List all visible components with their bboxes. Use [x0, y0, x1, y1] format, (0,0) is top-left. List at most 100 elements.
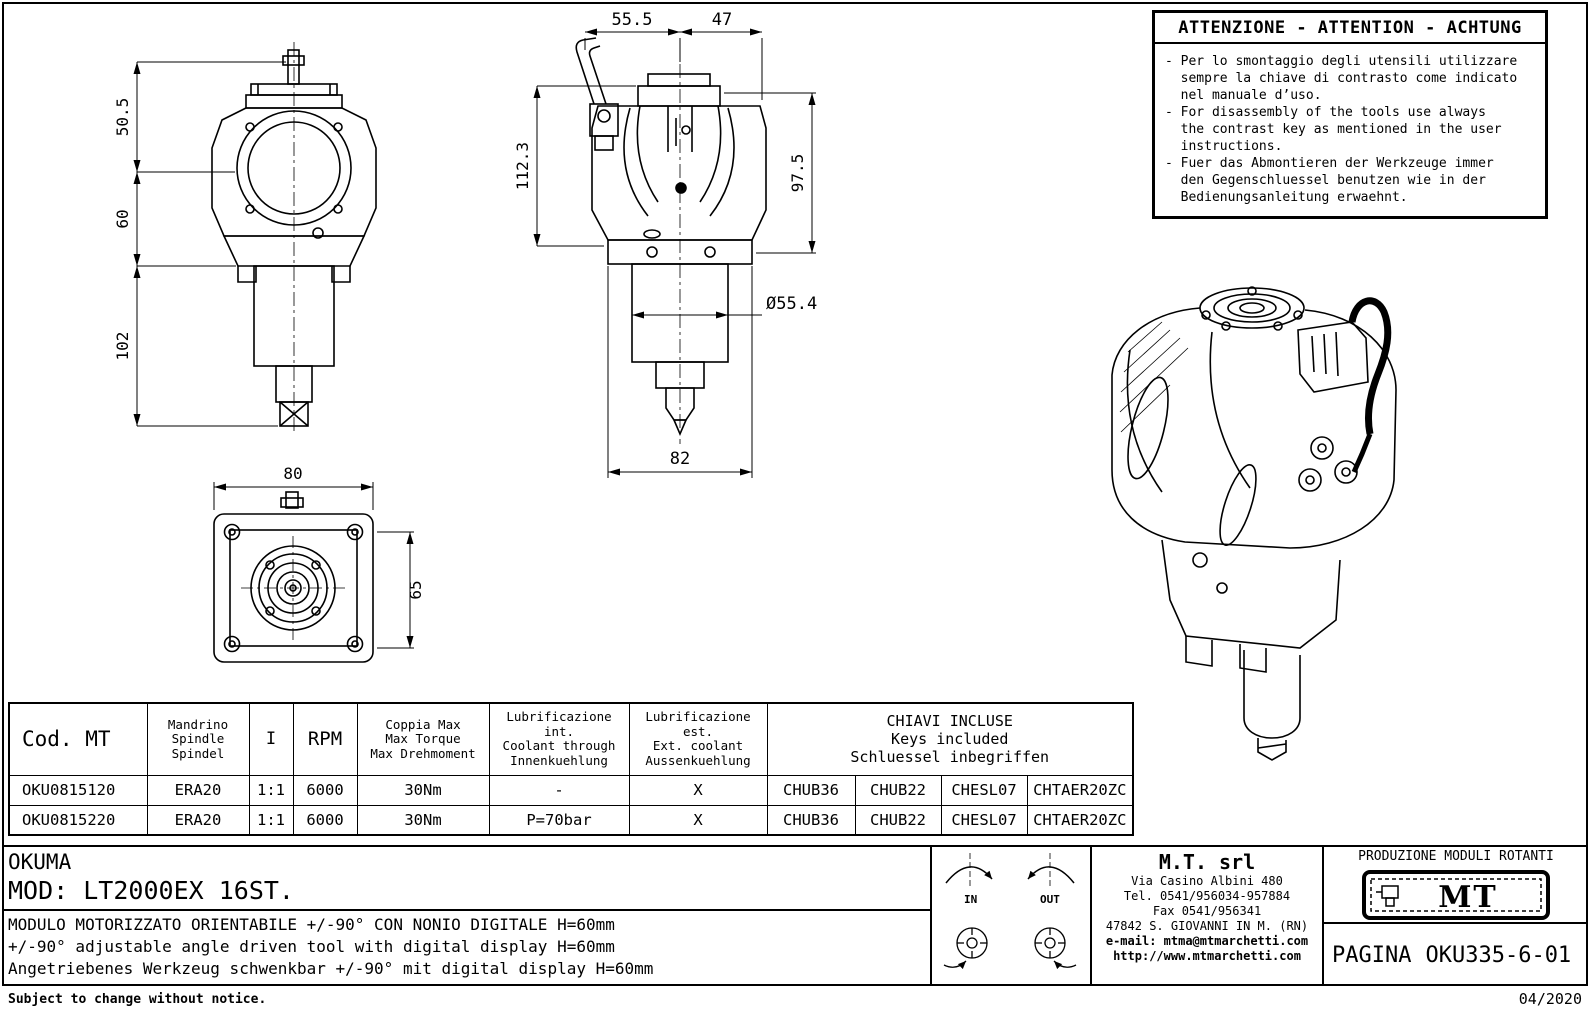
table-row: OKU0815220 ERA20 1:1 6000 30Nm P=70bar X…: [8, 804, 1134, 836]
cell-ratio: 1:1: [248, 804, 294, 836]
attention-body: - Per lo smontaggio degli utensili utili…: [1155, 44, 1545, 216]
dim-label-65: 65: [406, 580, 425, 599]
attention-line: Bedienungsanleitung erwaehnt.: [1165, 190, 1408, 205]
mt-logo-text: MT: [1438, 880, 1498, 915]
bottom-view-dimensions: [213, 482, 414, 649]
company-email: e-mail: mtma@mtmarchetti.com: [1105, 934, 1309, 948]
company-city: 47842 S. GIOVANNI IN M. (RN): [1105, 919, 1309, 933]
dim-label-97-5: 97.5: [788, 154, 807, 193]
header-line: Coppia Max: [385, 716, 461, 732]
dim-label-102: 102: [113, 332, 132, 361]
attention-line: - Fuer das Abmontieren der Werkzeuge imm…: [1165, 156, 1494, 171]
col-header-coolant-external: Lubrificazione est. Ext. coolant Aussenk…: [628, 702, 768, 776]
cell-key: CHTAER20ZC: [1026, 774, 1134, 806]
attention-line: the contrast key as mentioned in the use…: [1165, 122, 1502, 137]
footer-note: Subject to change without notice.: [8, 992, 267, 1007]
header-line: CHIAVI INCLUSE: [886, 712, 1013, 731]
company-website: http://www.mtmarchetti.com: [1113, 949, 1301, 963]
attention-box: ATTENZIONE - ATTENTION - ACHTUNG - Per l…: [1152, 10, 1548, 219]
cell-rpm: 6000: [292, 774, 358, 806]
header-line: Ext. coolant: [652, 738, 744, 754]
cell-code: OKU0815220: [8, 804, 148, 836]
dim-label-55-5: 55.5: [612, 10, 653, 30]
col-header-spindle: Mandrino Spindle Spindel: [146, 702, 250, 776]
product-description: MODULO MOTORIZZATO ORIENTABILE +/-90° CO…: [2, 909, 930, 980]
header-line: Spindle: [171, 731, 225, 746]
dim-label-112-3: 112.3: [513, 142, 532, 190]
header-line: Max Drehmoment: [370, 745, 476, 761]
rotation-in-label: IN: [964, 893, 977, 906]
col-header-cod-mt: Cod. MT: [8, 702, 148, 776]
bottom-view: [213, 491, 374, 663]
description-line: +/-90° adjustable angle driven tool with…: [8, 937, 615, 956]
machine-model: MOD: LT2000EX 16ST.: [8, 876, 294, 905]
title-block: OKUMA MOD: LT2000EX 16ST. MODULO MOTORIZ…: [2, 845, 930, 986]
company-name: M.T. srl: [1158, 850, 1256, 874]
sheet-border: [2, 2, 1588, 986]
header-line: Keys included: [891, 730, 1009, 749]
header-line: Mandrino: [167, 716, 229, 732]
cell-torque: 30Nm: [356, 774, 490, 806]
col-header-rpm: RPM: [292, 702, 358, 776]
cell-spindle: ERA20: [146, 774, 250, 806]
header-line: Innenkuehlung: [510, 752, 608, 768]
page-value: OKU335-6-01: [1425, 942, 1572, 968]
attention-line: sempre la chiave di contrasto come indic…: [1165, 71, 1518, 86]
cell-key: CHESL07: [940, 774, 1028, 806]
cell-key: CHUB36: [766, 774, 856, 806]
dim-label-80: 80: [283, 464, 302, 483]
col-header-ratio: I: [248, 702, 294, 776]
cell-ratio: 1:1: [248, 774, 294, 806]
table-row: OKU0815120 ERA20 1:1 6000 30Nm - X CHUB3…: [8, 774, 1134, 806]
company-address: Via Casino Albini 480: [1131, 874, 1283, 888]
col-header-coolant-internal: Lubrificazione int. Coolant through Inne…: [488, 702, 630, 776]
production-block: PRODUZIONE MODULI ROTANTI MT PAGINA OKU3…: [1322, 845, 1588, 986]
header-line: Spindel: [171, 745, 225, 761]
rotation-in-arrow-icon: [945, 866, 993, 884]
cell-rpm: 6000: [292, 804, 358, 836]
rotation-direction-box: IN OUT: [930, 845, 1090, 986]
side-view-dimensions: [533, 28, 816, 478]
header-line: Coolant through: [502, 738, 616, 754]
col-header-torque: Coppia Max Max Torque Max Drehmoment: [356, 702, 490, 776]
table-header-row: Cod. MT Mandrino Spindle Spindel I RPM C…: [8, 702, 1134, 776]
cell-coolant-ext: X: [628, 774, 768, 806]
front-view: [211, 42, 377, 434]
mt-logo: MT: [1362, 870, 1550, 920]
spec-table: Cod. MT Mandrino Spindle Spindel I RPM C…: [8, 702, 1134, 836]
header-line: Schluessel inbegriffen: [850, 748, 1050, 767]
cell-key: CHTAER20ZC: [1026, 804, 1134, 836]
cell-key: CHUB22: [854, 774, 942, 806]
footer-date: 04/2020: [1518, 990, 1582, 1008]
description-line: Angetriebenes Werkzeug schwenkbar +/-90°…: [8, 959, 654, 978]
cell-coolant-int: P=70bar: [488, 804, 630, 836]
rotation-out-arrow-icon: [1027, 866, 1075, 884]
cell-coolant-int: -: [488, 774, 630, 806]
isometric-view: [1111, 286, 1397, 761]
col-header-keys-included: CHIAVI INCLUSE Keys included Schluessel …: [766, 702, 1134, 776]
attention-line: - For disassembly of the tools use alway…: [1165, 105, 1486, 120]
attention-line: den Gegenschluessel benutzen wie in der: [1165, 173, 1486, 188]
tool-spin-icons: [943, 927, 1077, 970]
side-view: [575, 37, 767, 444]
dim-label-47: 47: [712, 10, 732, 30]
header-line: Lubrificazione est.: [645, 709, 751, 739]
attention-line: instructions.: [1165, 139, 1283, 154]
cell-key: CHUB22: [854, 804, 942, 836]
company-block: M.T. srl Via Casino Albini 480 Tel. 0541…: [1090, 845, 1322, 986]
logo-area: MT: [1324, 868, 1588, 922]
dim-label-60: 60: [113, 209, 132, 228]
cell-key: CHESL07: [940, 804, 1028, 836]
attention-line: - Per lo smontaggio degli utensili utili…: [1165, 54, 1518, 69]
header-line: Aussenkuehlung: [645, 752, 751, 768]
rotation-out-label: OUT: [1040, 893, 1060, 906]
dim-label-dia-55-4: Ø55.4: [766, 294, 817, 314]
dim-label-50-5: 50.5: [113, 98, 132, 137]
cell-spindle: ERA20: [146, 804, 250, 836]
cell-torque: 30Nm: [356, 804, 490, 836]
company-tel: Tel. 0541/956034-957884: [1123, 889, 1291, 903]
description-line: MODULO MOTORIZZATO ORIENTABILE +/-90° CO…: [8, 915, 615, 934]
dim-label-82: 82: [670, 449, 690, 469]
attention-title: ATTENZIONE - ATTENTION - ACHTUNG: [1155, 13, 1545, 44]
